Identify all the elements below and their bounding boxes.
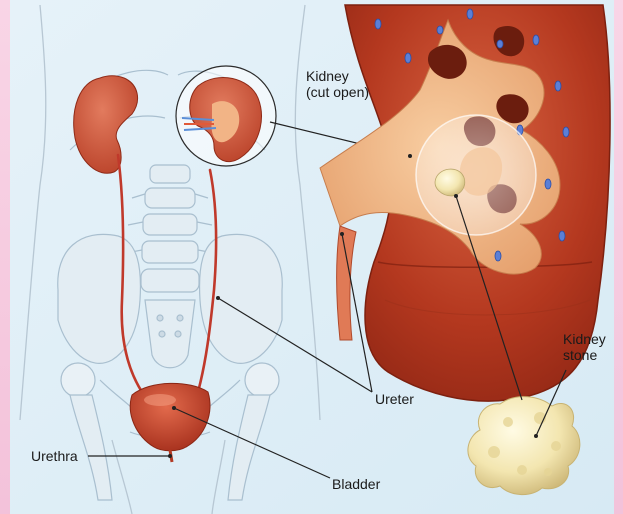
label-kidney-cut-open: Kidney (cut open)	[306, 68, 369, 100]
label-bladder: Bladder	[332, 476, 380, 492]
label-ureter: Ureter	[375, 391, 414, 407]
label-kidney-cut-open-line2: (cut open)	[306, 84, 369, 100]
label-kidney-stone: Kidney stone	[563, 331, 606, 363]
label-kidney-stone-line2: stone	[563, 347, 606, 363]
label-urethra: Urethra	[31, 448, 78, 464]
label-kidney-cut-open-line1: Kidney	[306, 68, 369, 84]
label-kidney-stone-line1: Kidney	[563, 331, 606, 347]
kidney-stone-closeup	[468, 397, 580, 495]
inset-circle	[176, 66, 276, 166]
